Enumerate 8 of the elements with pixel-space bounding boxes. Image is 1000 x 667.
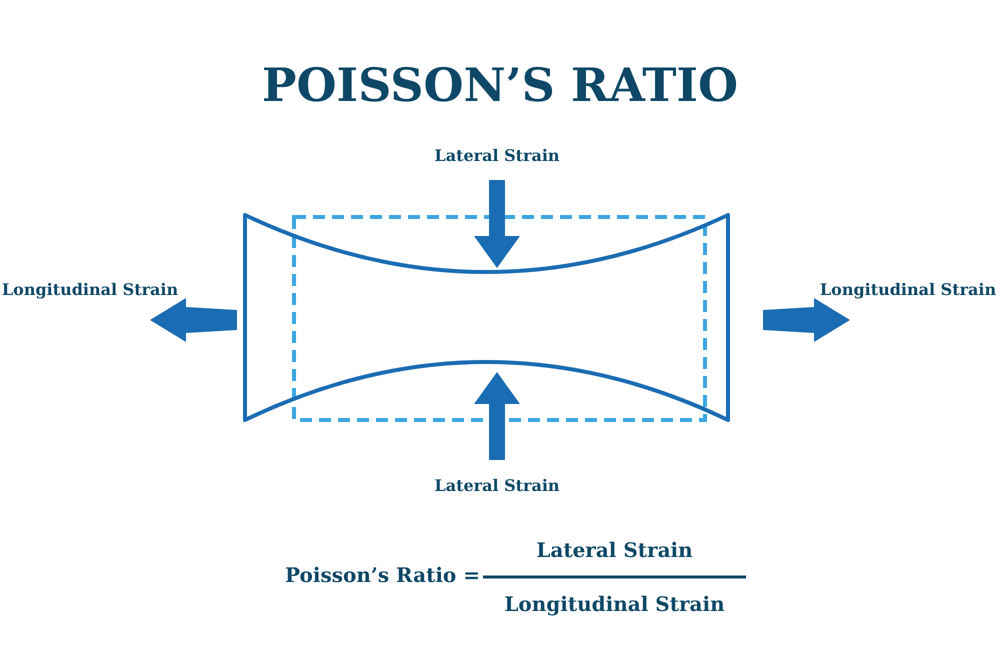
- axis-label: Lateral Strain: [433, 146, 561, 165]
- axis-label: Lateral Strain: [433, 476, 561, 495]
- formula-numerator: Lateral Strain: [535, 538, 694, 562]
- formula-denominator: Longitudinal Strain: [503, 592, 726, 616]
- title: POISSON’S RATIO: [260, 58, 740, 112]
- axis-label: Longitudinal Strain: [818, 280, 998, 299]
- axis-label: Longitudinal Strain: [0, 280, 180, 299]
- formula-text: Poisson’s Ratio =: [284, 563, 480, 587]
